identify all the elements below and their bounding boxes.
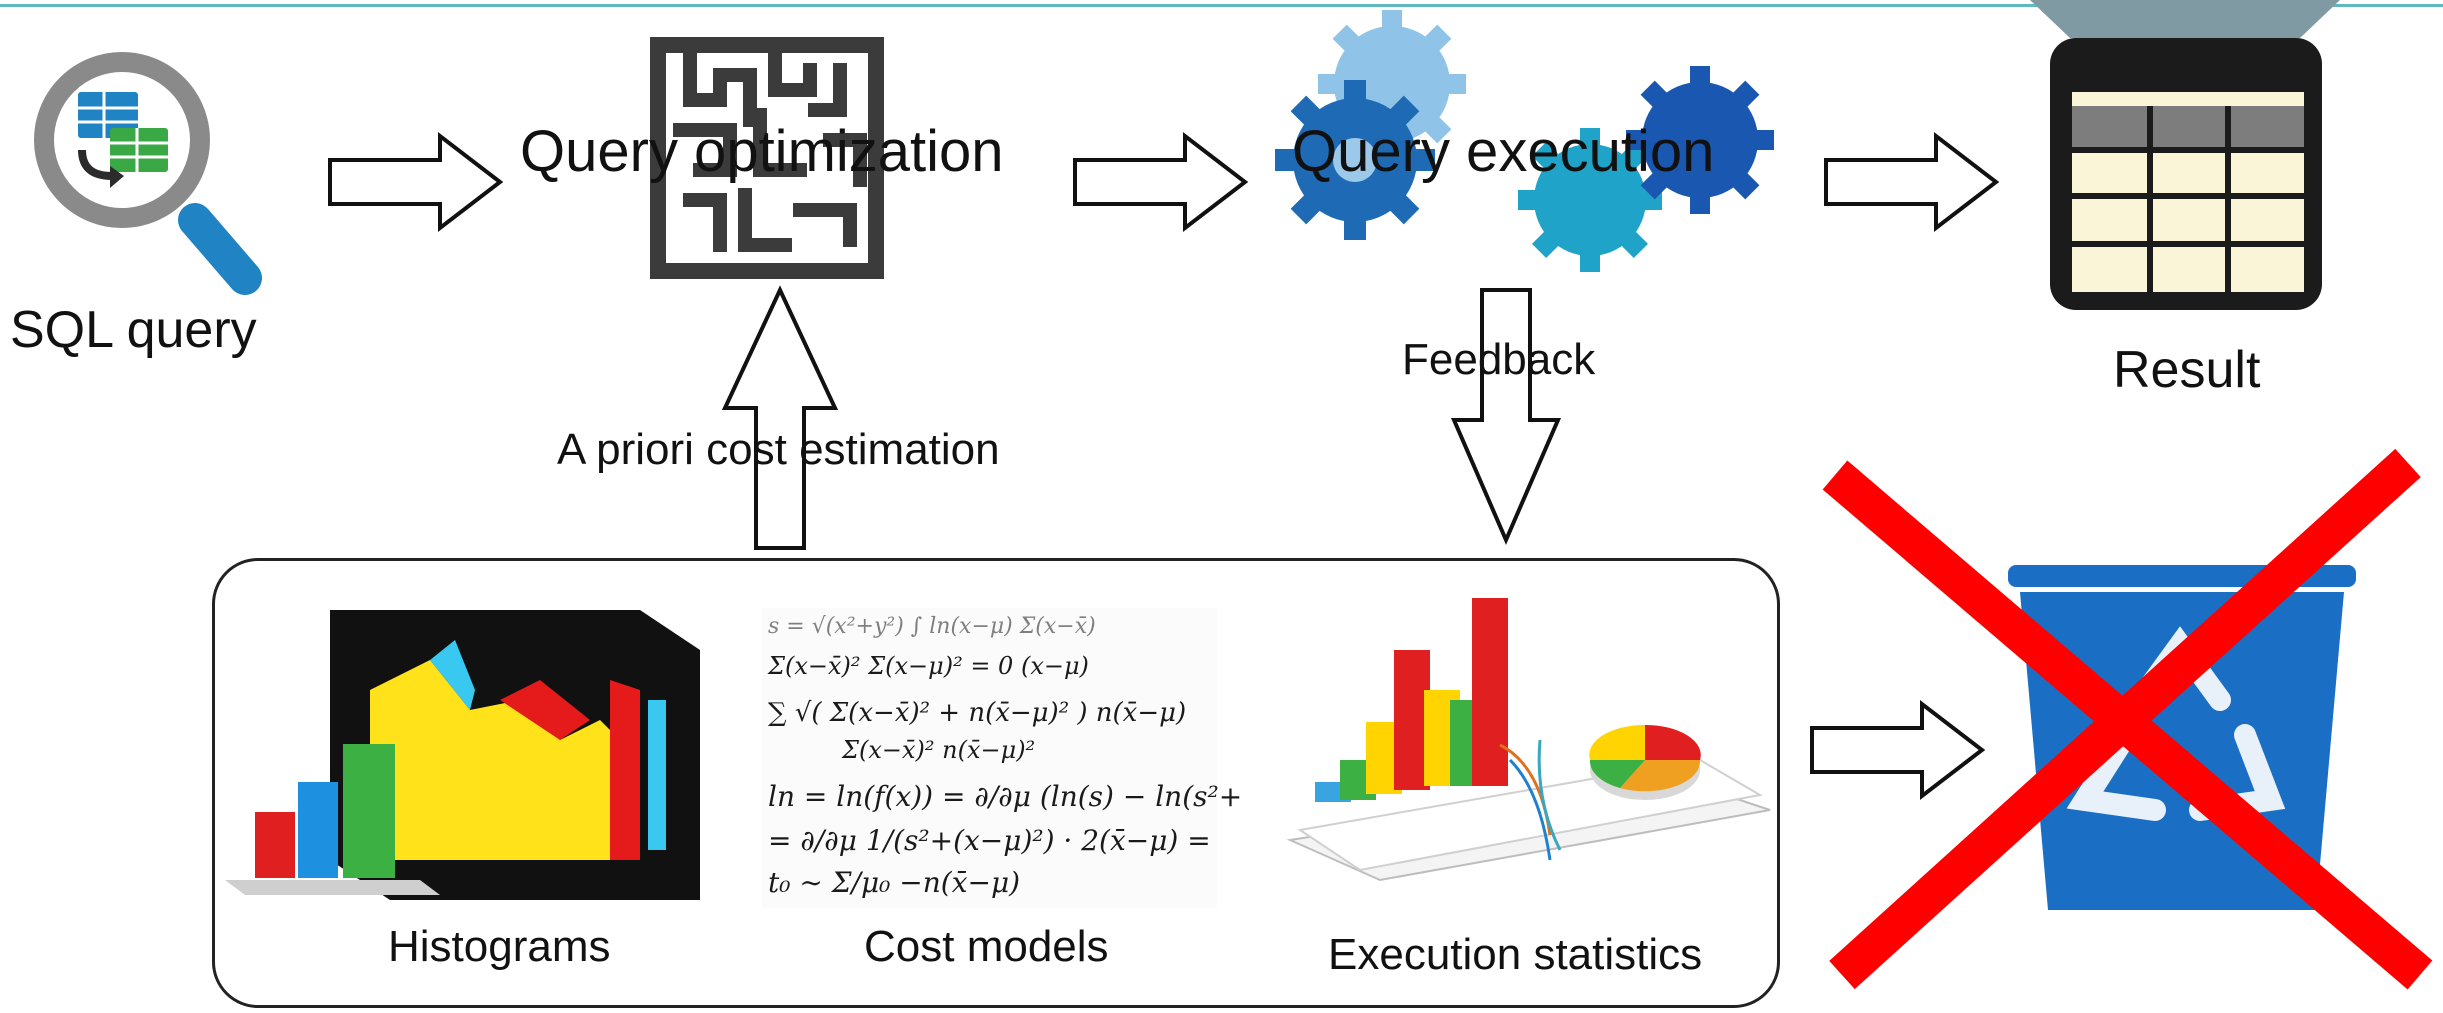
red-cross-icon xyxy=(1822,448,2433,990)
query-execution-label: Query execution xyxy=(1292,119,1715,184)
statistics-sources-container xyxy=(212,558,1780,1008)
arrow-execution-to-result xyxy=(1824,131,2000,233)
magnifier-search-icon xyxy=(34,52,262,295)
3d-chart-icon xyxy=(225,610,700,900)
histograms-label: Histograms xyxy=(388,922,611,971)
arrow-a-priori-up xyxy=(721,285,839,550)
formula-line: = ∂/∂μ 1/(s²+(x−μ)²) · 2(x̄−μ) = xyxy=(768,824,1211,857)
formula-paper-icon: s = √(x²+y²) ∫ ln(x−μ) Σ(x−x̄) Σ(x−x̄)² … xyxy=(762,608,1242,908)
feedback-label: Feedback xyxy=(1402,335,1596,384)
formula-line: ∑ √( Σ(x−x̄)² + n(x̄−μ)² ) n(x̄−μ) xyxy=(768,698,1187,728)
formula-line: s = √(x²+y²) ∫ ln(x−μ) Σ(x−x̄) xyxy=(768,614,1096,639)
execution-statistics-label: Execution statistics xyxy=(1328,930,1703,979)
query-optimization-label: Query optimization xyxy=(520,119,1004,184)
result-label: Result xyxy=(2113,341,2261,399)
top-divider-line xyxy=(0,4,2443,7)
a-priori-cost-estimation-label: A priori cost estimation xyxy=(557,425,1000,474)
arrow-sql-to-optimization xyxy=(328,131,504,233)
pie-chart-icon xyxy=(1589,724,1701,800)
formula-line: Σ(x−x̄)² n(x̄−μ)² xyxy=(842,736,1036,764)
result-table-icon xyxy=(2030,0,2340,310)
sql-query-label: SQL query xyxy=(10,301,257,359)
statistics-chart-icon xyxy=(1286,598,1771,882)
formula-line: ln = ln(f(x)) = ∂/∂μ (ln(s) − ln(s²+ xyxy=(768,780,1243,813)
arrow-optimization-to-execution xyxy=(1073,131,1249,233)
formula-line: t₀ ∼ Σ/μ₀ −n(x̄−μ) xyxy=(768,866,1021,899)
maze-icon xyxy=(650,37,884,279)
formula-line: Σ(x−x̄)² Σ(x−μ)² = 0 (x−μ) xyxy=(768,652,1089,680)
cost-models-label: Cost models xyxy=(864,922,1109,971)
arrow-feedback-down xyxy=(1450,288,1562,546)
arrow-statistics-to-bin xyxy=(1810,699,1986,801)
